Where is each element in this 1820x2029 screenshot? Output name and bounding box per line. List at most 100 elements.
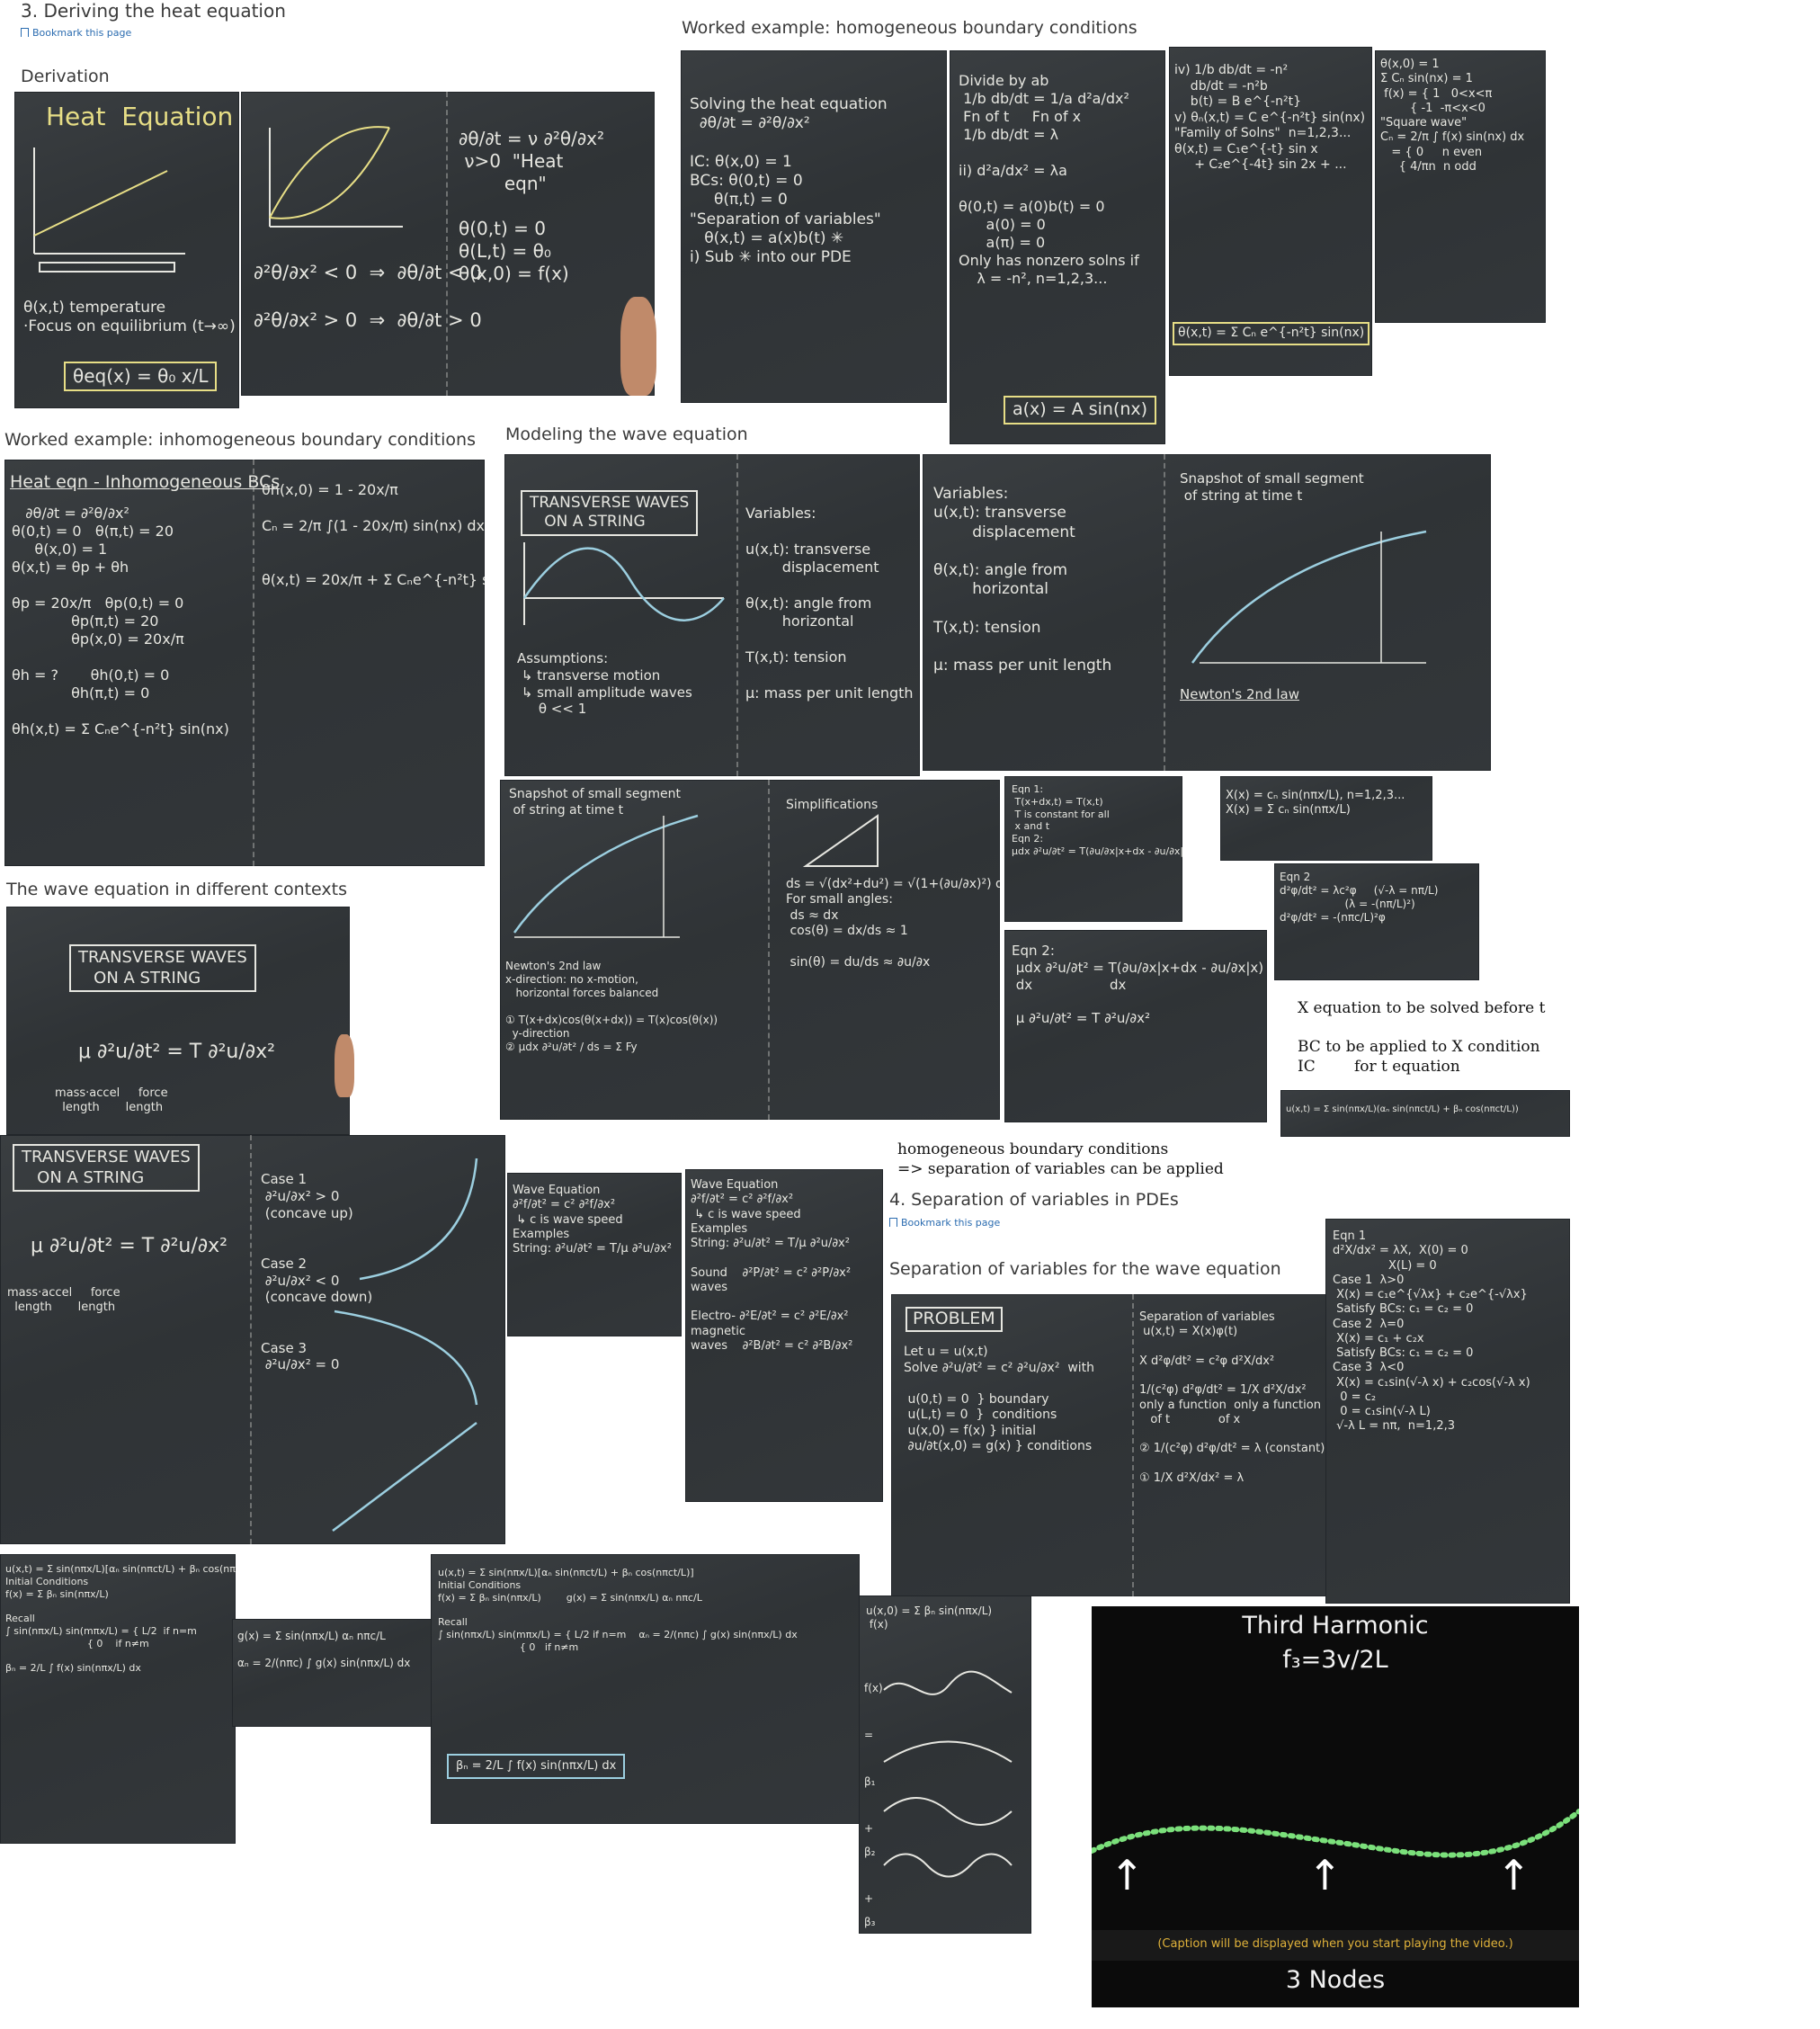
board-modes-labels: f(x) = β₁ + β₂ + β₃ + ... [864,1682,883,1928]
board-hom4-text: θ(x,0) = 1 Σ Cₙ sin(nx) = 1 f(x) = { 1 0… [1380,58,1525,174]
board-wave-eq-2: Wave Equation ∂²f/∂t² = c² ∂²f/∂x² ↳ c i… [685,1169,883,1502]
board-usol-text: u(x,t) = Σ sin(nπx/L)(αₙ sin(nπct/L) + β… [1286,1104,1519,1114]
board-weq1-text: Wave Equation ∂²f/∂t² = c² ∂²f/∂x² ↳ c i… [513,1184,672,1256]
board-divider [1132,1294,1135,1596]
board-wave1-variables: Variables: u(x,t): transverse displaceme… [745,505,914,702]
board-u-solution: u(x,t) = Σ sin(nπx/L)(αₙ sin(nπct/L) + β… [1280,1090,1570,1137]
subheading-homogeneous: Worked example: homogeneous boundary con… [682,18,1138,38]
bookmark-heat-link[interactable]: Bookmark this page [21,27,131,39]
board-wave1-title: TRANSVERSE WAVES ON A STRING [521,490,699,536]
board-ctx1-title: TRANSVERSE WAVES ON A STRING [69,944,256,992]
harmonic-modes-sketch [883,1670,1013,1878]
board-prob-right: Separation of variables u(x,t) = X(x)φ(t… [1139,1310,1325,1485]
board-heat-equation-cases: ∂²θ/∂x² < 0 ⇒ ∂θ/∂t < 0 ∂²θ/∂x² > 0 ⇒ ∂θ… [241,92,655,396]
section-title-heat-equation: 3. Deriving the heat equation [21,0,286,22]
board-weq2-text: Wave Equation ∂²f/∂t² = c² ∂²f/∂x² ↳ c i… [691,1178,853,1353]
board-problem: PROBLEM Let u = u(x,t) Solve ∂²u/∂t² = c… [891,1294,1328,1596]
video-nodes-label: 3 Nodes [1285,1966,1386,1994]
board-heat1-text: θ(x,t) temperature ·Focus on equilibrium… [23,299,236,336]
board-heat1-box: θeq(x) = θ₀ x/L [64,362,218,391]
board-ctx2-eq: μ ∂²u/∂t² = T ∂²u/∂x² [31,1235,228,1257]
board-wave2-law: Newton's 2nd law [1180,686,1299,702]
subheading-sep-wave: Separation of variables for the wave equ… [889,1259,1281,1279]
board-ic2-text: u(x,t) = Σ sin(nπx/L)[αₙ sin(nπct/L) + β… [438,1567,798,1653]
caption-bar [1092,1930,1579,1961]
bookmark-separation-label: Bookmark this page [901,1217,1001,1229]
instructor-image [620,297,656,396]
board-ctx2-sub: mass·accel force length length [7,1286,120,1315]
board-eqn2b-text: Eqn 2 d²φ/dt² = λc²φ (√-λ = nπ/L) (λ = -… [1280,871,1439,924]
bookmark-icon [889,1218,897,1227]
board-divider [736,454,739,776]
note-homogeneous: homogeneous boundary conditions => separ… [897,1140,1224,1178]
board-inh-title: Heat eqn - Inhomogeneous BCs [10,472,281,492]
board-wave2-title: Snapshot of small segment of string at t… [1180,470,1364,504]
board-hom3-box: θ(x,t) = Σ Cₙ e^{-n²t} sin(nx) [1173,322,1370,345]
board-initial-conditions-1b: g(x) = Σ sin(nπx/L) αₙ nπc/L αₙ = 2/(nπc… [232,1619,432,1727]
board-hom1-text: Solving the heat equation ∂θ/∂t = ∂²θ/∂x… [690,95,888,266]
board-initial-conditions-2: u(x,t) = Σ sin(nπx/L)[αₙ sin(nπct/L) + β… [431,1554,860,1824]
board-heat-title: Heat Equation [46,102,234,131]
board-divider [768,780,771,1120]
board-wave-snapshot: Variables: u(x,t): transverse displaceme… [923,454,1491,771]
board-snap-title: Snapshot of small segment of string at t… [509,787,681,818]
board-eqn2-time: Eqn 2 d²φ/dt² = λc²φ (√-λ = nπ/L) (λ = -… [1274,863,1479,980]
board-eqn1-text: Eqn 1: T(x+dx,t) = T(x,t) T is constant … [1012,783,1182,857]
board-cases-text: Eqn 1 d²X/dx² = λX, X(0) = 0 X(L) = 0 Ca… [1333,1229,1530,1434]
board-divider [253,460,255,866]
board-divider [446,92,449,396]
board-hom-family: iv) 1/b db/dt = -n² db/dt = -n²b b(t) = … [1169,47,1372,376]
board-ic1-text: u(x,t) = Σ sin(nπx/L)[αₙ sin(nπct/L) + β… [5,1563,236,1674]
board-prob-title: PROBLEM [906,1307,1003,1332]
board-snap-lines: Newton's 2nd law x-direction: no x-motio… [505,960,718,1053]
board-ic2-box: βₙ = 2/L ∫ f(x) sin(nπx/L) dx [447,1754,626,1780]
bookmark-heat-label: Bookmark this page [32,27,132,39]
board-wave-variables: TRANSVERSE WAVES ON A STRING Assumptions… [504,454,920,776]
bookmark-icon [21,28,29,37]
board-concavity-cases: TRANSVERSE WAVES ON A STRING μ ∂²u/∂t² =… [0,1135,505,1544]
bookmark-separation-link[interactable]: Bookmark this page [889,1217,1000,1229]
video-formula: f₃=3v/2L [1282,1646,1388,1674]
board-hom3-text: iv) 1/b db/dt = -n² db/dt = -n²b b(t) = … [1174,63,1366,172]
video-player[interactable]: Third Harmonic f₃=3v/2L ↑ ↑ ↑ (Caption w… [1092,1606,1579,2007]
vibrating-string [1092,1809,1579,1858]
node-arrow-icon: ↑ [1307,1851,1343,1899]
board-modes-text: u(x,0) = Σ βₙ sin(nπx/L) f(x) [866,1604,993,1631]
board-ic1b-text: g(x) = Σ sin(nπx/L) αₙ nπc/L αₙ = 2/(nπc… [237,1630,411,1669]
board-snap-right: Simplifications ds = √(dx²+du²) = √(1+(∂… [786,798,1000,970]
board-modes: u(x,0) = Σ βₙ sin(nπx/L) f(x) f(x) = β₁ … [859,1595,1031,1934]
board-heat2-right: ∂θ/∂t = ν ∂²θ/∂x² ν>0 "Heat eqn" θ(0,t) … [459,128,605,284]
board-xsol-text: X(x) = cₙ sin(nπx/L), n=1,2,3... X(x) = … [1226,789,1405,818]
segment-sketch [513,814,879,938]
instructor-image [335,1034,354,1097]
section-title-separation: 4. Separation of variables in PDEs [889,1190,1179,1210]
board-wave-eq-1: Wave Equation ∂²f/∂t² = c² ∂²f/∂x² ↳ c i… [507,1173,682,1336]
board-hom-square-wave: θ(x,0) = 1 Σ Cₙ sin(nx) = 1 f(x) = { 1 0… [1375,50,1546,323]
concavity-curves [332,1158,478,1532]
board-hom2-text: Divide by ab 1/b db/dt = 1/a d²a/dx² Fn … [959,72,1139,287]
string-sketch [269,126,403,228]
video-caption: (Caption will be displayed when you star… [1157,1937,1513,1951]
subheading-wave-contexts: The wave equation in different contexts [6,880,348,899]
board-x-solution: X(x) = cₙ sin(nπx/L), n=1,2,3... X(x) = … [1220,776,1432,861]
board-initial-conditions-1: u(x,t) = Σ sin(nπx/L)[αₙ sin(nπct/L) + β… [0,1554,236,1844]
board-hom-divide: Divide by ab 1/b db/dt = 1/a d²a/dx² Fn … [950,50,1165,444]
node-arrow-icon: ↑ [1110,1851,1145,1899]
board-ctx2-cases: Case 1 ∂²u/∂x² > 0 (concave up) Case 2 ∂… [261,1171,373,1373]
board-prob-text: Let u = u(x,t) Solve ∂²u/∂t² = c² ∂²u/∂x… [904,1345,1095,1453]
board-divider [1164,454,1166,771]
board-divider [250,1135,253,1544]
board-eqn1: Eqn 1: T(x+dx,t) = T(x,t) T is constant … [1004,776,1182,922]
board-eqn2-text: Eqn 2: μdx ∂²u/∂t² = T(∂u/∂x|x+dx - ∂u/∂… [1012,943,1264,1026]
board-heat-equation-intro: Heat Equation θ(x,t) temperature ·Focus … [14,92,239,408]
subheading-derivation: Derivation [21,67,110,86]
video-title: Third Harmonic [1242,1612,1429,1640]
board-eqn1-cases: Eqn 1 d²X/dx² = λX, X(0) = 0 X(L) = 0 Ca… [1325,1219,1570,1604]
note-bc-ic: BC to be applied to X condition IC for t… [1298,1038,1540,1076]
board-ctx1-sub: mass·accel force length length [55,1086,168,1115]
board-ctx1-eq: μ ∂²u/∂t² = T ∂²u/∂x² [78,1041,275,1063]
note-x-before-t: X equation to be solved before t [1298,999,1546,1017]
board-snapshot-simplifications: Snapshot of small segment of string at t… [500,780,1000,1120]
board-inhomogeneous: Heat eqn - Inhomogeneous BCs ∂θ/∂t = ∂²θ… [4,460,485,866]
board-wave2-left: Variables: u(x,t): transverse displaceme… [933,485,1112,675]
